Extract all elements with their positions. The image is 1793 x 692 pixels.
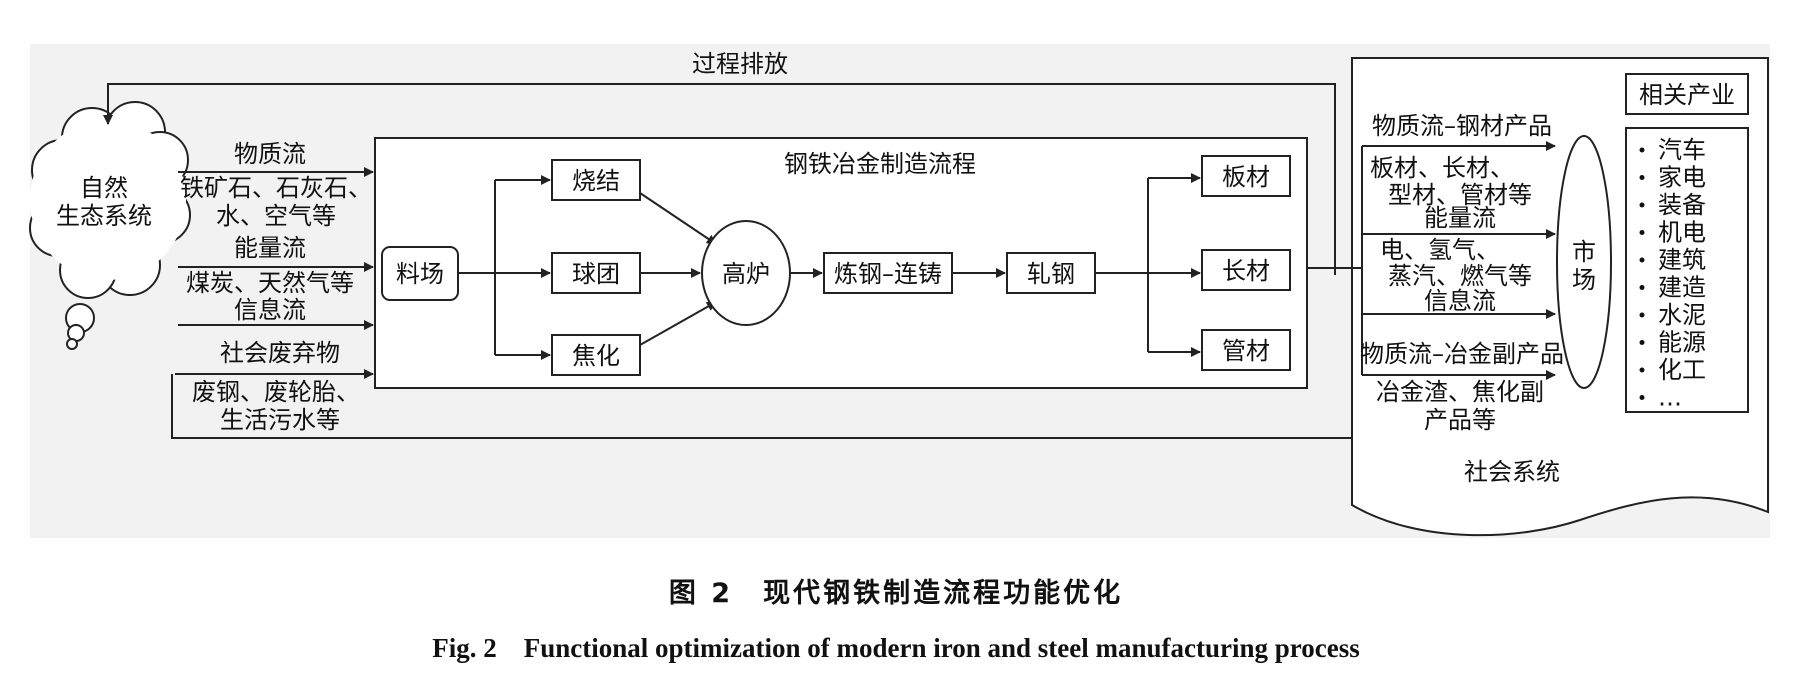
node-long-label: 长材 xyxy=(1222,257,1270,285)
industry-bullet-icon xyxy=(1639,367,1645,373)
node-plate xyxy=(1201,155,1291,197)
industry-item: 家电 xyxy=(1658,164,1706,192)
input-energy-flow: 能量流 xyxy=(234,234,306,262)
industries-list-box xyxy=(1625,127,1749,413)
input-material-flow: 物质流 xyxy=(234,140,306,168)
industry-bullet-icon xyxy=(1639,147,1645,153)
market-label: 市场 xyxy=(1572,238,1596,294)
market-ellipse xyxy=(1556,135,1612,389)
industry-bullet-icon xyxy=(1639,312,1645,318)
node-blast-furnace-label: 高炉 xyxy=(722,260,770,288)
node-sinter-label: 烧结 xyxy=(572,167,620,195)
output-energy-items-1: 电、氢气、 xyxy=(1380,236,1500,264)
node-long xyxy=(1201,249,1291,291)
input-waste-items-2: 生活污水等 xyxy=(220,406,340,434)
nature-label-2: 生态系统 xyxy=(56,202,152,230)
node-sinter xyxy=(551,159,641,201)
output-byproduct-items-2: 产品等 xyxy=(1424,406,1496,434)
industry-bullet-icon xyxy=(1639,285,1645,290)
node-tube-label: 管材 xyxy=(1222,337,1270,365)
waste-loop-line xyxy=(171,374,1352,439)
industry-item: 化工 xyxy=(1658,356,1706,384)
node-coking xyxy=(551,334,641,376)
node-plate-label: 板材 xyxy=(1222,163,1270,191)
input-info-flow: 信息流 xyxy=(234,296,306,324)
output-byproduct-items-1: 冶金渣、焦化副 xyxy=(1376,378,1544,406)
output-energy-flow: 能量流 xyxy=(1424,204,1496,232)
caption-zh: 图 2 现代钢铁制造流程功能优化 xyxy=(669,577,1123,609)
node-steelmaking-label: 炼钢–连铸 xyxy=(834,260,942,288)
industries-list: 汽车家电装备机电建筑建造水泥能源化工… xyxy=(1639,136,1706,412)
industry-item: 装备 xyxy=(1658,191,1706,219)
industry-bullet-icon xyxy=(1639,257,1645,263)
industry-item: 能源 xyxy=(1658,329,1706,357)
input-material-items-2: 水、空气等 xyxy=(216,202,336,230)
node-coking-label: 焦化 xyxy=(572,342,620,370)
arrow-sinter-bf xyxy=(639,192,717,245)
industries-title-box xyxy=(1625,73,1749,115)
node-pellet-label: 球团 xyxy=(572,260,620,288)
output-energy-items-2: 蒸汽、燃气等 xyxy=(1388,262,1532,290)
industry-item: 机电 xyxy=(1658,219,1706,247)
process-title: 钢铁冶金制造流程 xyxy=(784,150,976,178)
industry-bullet-icon xyxy=(1639,202,1645,208)
industries-title: 相关产业 xyxy=(1639,81,1735,109)
input-energy-items: 煤炭、天然气等 xyxy=(186,269,354,297)
output-material-byproduct: 物质流–冶金副产品 xyxy=(1360,340,1564,368)
industry-item: 汽车 xyxy=(1658,136,1706,164)
input-material-items-1: 铁矿石、石灰石、 xyxy=(180,174,372,202)
industry-item: 水泥 xyxy=(1658,301,1706,329)
industry-bullet-icon xyxy=(1639,340,1645,345)
node-rolling-label: 轧钢 xyxy=(1027,260,1075,288)
arrow-coking-bf xyxy=(639,301,717,346)
social-system-label: 社会系统 xyxy=(1464,458,1560,486)
node-steelmaking xyxy=(823,252,953,294)
industry-item: 建筑 xyxy=(1658,246,1706,274)
industry-bullet-icon xyxy=(1639,395,1645,400)
input-waste-items-1: 废钢、废轮胎、 xyxy=(192,378,360,406)
emission-arrow xyxy=(103,83,1336,275)
industry-item: 建造 xyxy=(1658,274,1706,302)
nature-label-1: 自然 xyxy=(80,174,128,202)
industry-item: … xyxy=(1658,384,1682,412)
node-pellet xyxy=(551,252,641,294)
node-tube xyxy=(1201,329,1291,371)
emission-label: 过程排放 xyxy=(692,50,788,78)
caption-en: Fig. 2 Functional optimization of modern… xyxy=(432,633,1360,663)
output-material-steel: 物质流–钢材产品 xyxy=(1372,112,1552,140)
output-steel-items-1: 板材、长材、 xyxy=(1370,154,1514,182)
node-yard-label: 料场 xyxy=(396,260,444,288)
industry-bullet-icon xyxy=(1639,230,1645,235)
input-waste: 社会废弃物 xyxy=(220,339,340,367)
industry-bullet-icon xyxy=(1639,175,1645,180)
nature-cloud xyxy=(29,101,191,350)
output-steel-items-2: 型材、管材等 xyxy=(1388,181,1532,209)
output-info-flow: 信息流 xyxy=(1424,287,1496,315)
